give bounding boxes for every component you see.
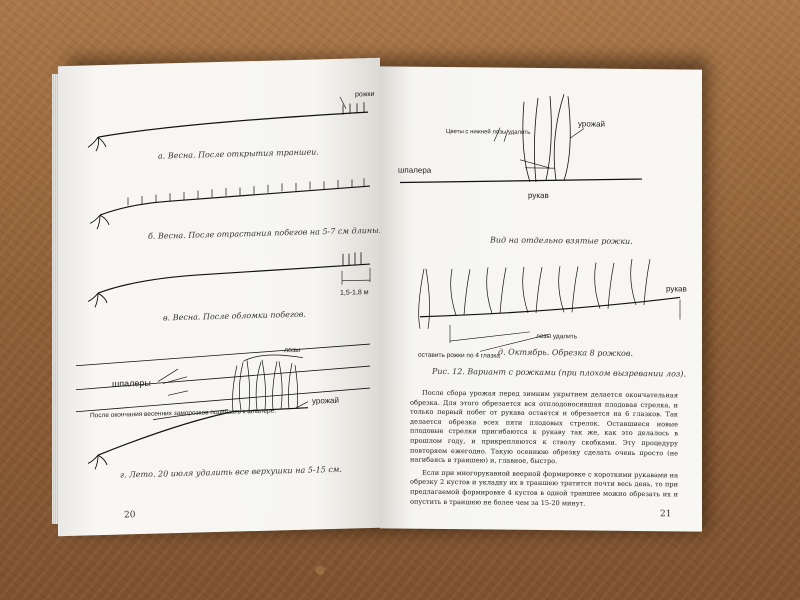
label-flowers-note: Цветы с нижней лозы удалить: [446, 128, 530, 136]
caption-d: д. Октябрь. Обрезка 8 рожков.: [498, 347, 634, 358]
diagram-g-trellis: [75, 343, 371, 470]
label-pozy-udalit: лозы удалить: [536, 333, 578, 340]
body-text: После сбора урожая перед зимним укрытием…: [410, 389, 678, 513]
label-dimension: 1,5-1,8 м: [340, 289, 369, 297]
label-urozhay-right: урожай: [578, 119, 605, 128]
right-page: урожай Цветы с нижней лозы удалить шпале…: [380, 66, 702, 532]
right-page-illustrations: урожай Цветы с нижней лозы удалить шпале…: [398, 94, 687, 360]
page-number-right: 21: [660, 509, 672, 520]
label-urozhay-left: урожай: [312, 396, 339, 406]
diagram-eight-spurs: [418, 258, 681, 352]
diagram-spur-view: [399, 94, 643, 184]
open-book: рожки 1,5-1,8 м лозы шпалеры После оконч…: [52, 44, 708, 537]
diagram-v-vine: [87, 252, 371, 308]
label-pozy: лозы: [284, 347, 300, 354]
label-after-frosts: После окончания весенних заморозков подв…: [90, 408, 276, 420]
label-ostavit: оставить рожки по 4 глазка: [418, 352, 500, 360]
label-rozhki: рожки: [355, 91, 374, 99]
caption-view: Вид на отдельно взятые рожки.: [490, 235, 633, 246]
diagram-b-vine: [89, 178, 371, 230]
label-shpalera: шпалера: [398, 166, 432, 175]
left-page-illustrations: рожки 1,5-1,8 м лозы шпалеры После оконч…: [75, 91, 374, 470]
label-shpalery: шпалеры: [112, 378, 151, 389]
left-page: рожки 1,5-1,8 м лозы шпалеры После оконч…: [58, 57, 381, 537]
diagram-a-vine: [87, 96, 369, 152]
label-rukav-top: рукав: [528, 191, 549, 200]
label-rukav-bottom: рукав: [666, 284, 687, 293]
paragraph: После сбора урожая перед зимним укрытием…: [410, 388, 678, 466]
paragraph: Если при многорукавной веерной формировк…: [410, 468, 678, 507]
page-number-left: 20: [124, 510, 136, 521]
